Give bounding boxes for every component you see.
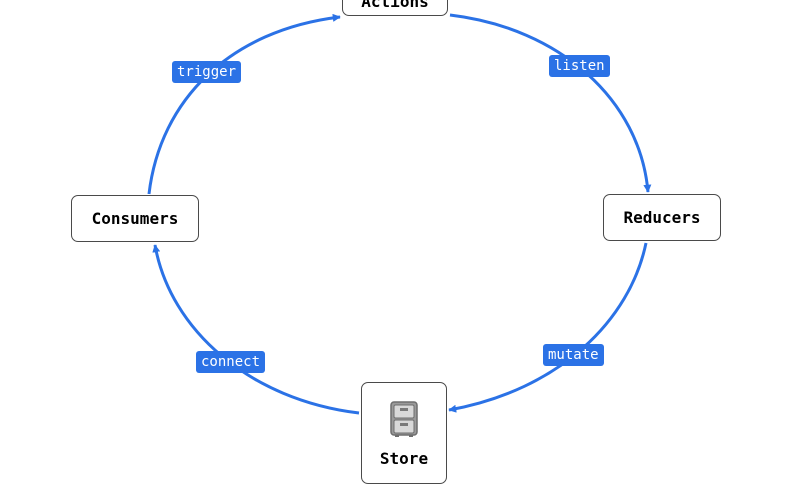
edge-connect — [152, 244, 360, 415]
node-reducers-label: Reducers — [623, 208, 701, 227]
edge-label-connect: connect — [196, 351, 266, 373]
node-consumers-label: Consumers — [91, 209, 179, 228]
node-reducers[interactable]: Reducers — [603, 194, 721, 241]
edge-listen — [449, 13, 652, 193]
edge-label-trigger: trigger — [172, 61, 242, 83]
node-consumers[interactable]: Consumers — [71, 195, 199, 242]
edge-label-listen: listen — [549, 55, 610, 77]
edge-trigger — [147, 13, 341, 195]
node-store-label: Store — [379, 448, 429, 468]
node-actions[interactable]: Actions — [342, 0, 448, 16]
filing-cabinet-icon — [390, 400, 418, 441]
edge-label-mutate: mutate — [543, 344, 604, 366]
node-store[interactable]: Store — [361, 382, 447, 484]
node-actions-label: Actions — [361, 0, 429, 11]
edge-mutate — [448, 242, 648, 413]
